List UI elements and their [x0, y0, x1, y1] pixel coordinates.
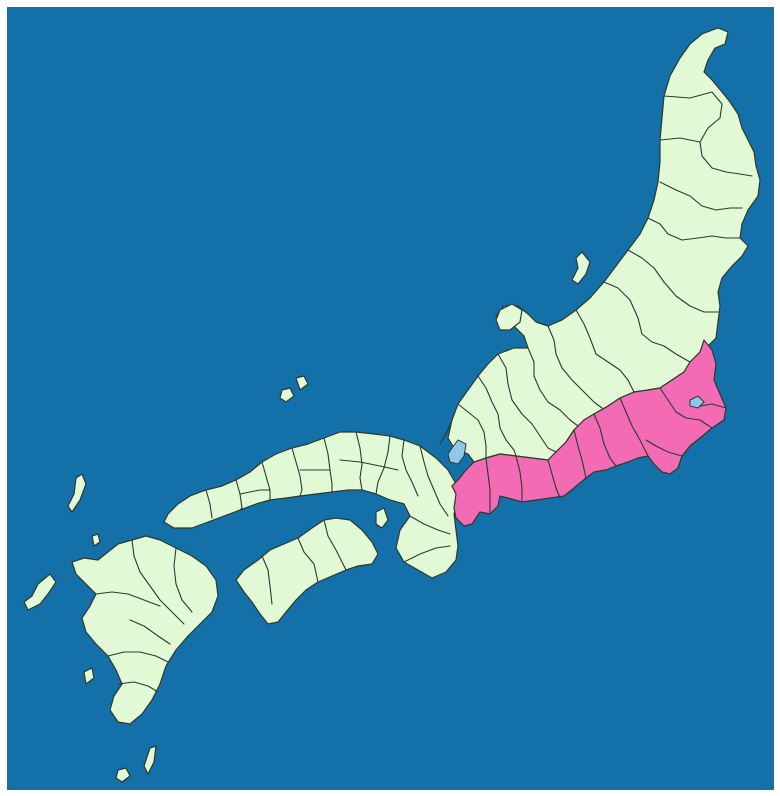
island-goto[interactable]: [23, 573, 57, 611]
island-yakushima[interactable]: [115, 767, 131, 783]
island-awaji[interactable]: [375, 507, 389, 529]
island-iki[interactable]: [91, 533, 101, 547]
island-tanegashima[interactable]: [143, 745, 157, 775]
japan-province-map: [7, 7, 774, 790]
province-borders: [95, 91, 753, 693]
lake-kasumigaura: [689, 395, 705, 409]
lake-biwa: [447, 439, 467, 465]
province-kyushu[interactable]: [71, 535, 219, 725]
island-noto[interactable]: [495, 303, 523, 331]
island-sado[interactable]: [571, 251, 591, 285]
island-koshiki[interactable]: [83, 667, 95, 685]
island-tsushima[interactable]: [67, 473, 87, 513]
island-oki[interactable]: [295, 375, 309, 391]
island-oki-2[interactable]: [279, 387, 295, 403]
